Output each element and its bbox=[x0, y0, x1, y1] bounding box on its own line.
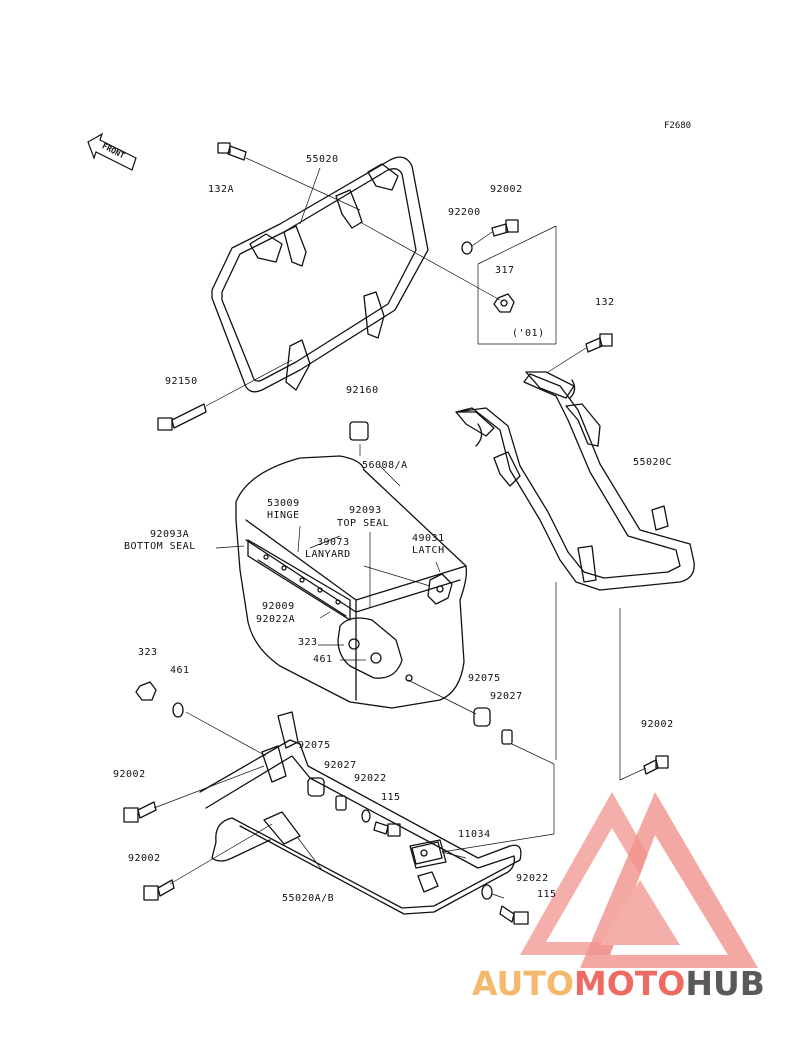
washer-92022-b-icon bbox=[481, 884, 493, 900]
grommet-92075-l-icon bbox=[307, 777, 325, 797]
part-label-92022a: 92022A bbox=[256, 614, 296, 625]
part-label-hinge: HINGE bbox=[267, 510, 300, 521]
collar-92027-r-icon bbox=[501, 729, 513, 745]
part-label-115-bot: 115 bbox=[537, 889, 557, 900]
part-label-11034: 11034 bbox=[458, 829, 491, 840]
leader-lines bbox=[153, 157, 647, 899]
watermark-logo-icon bbox=[520, 792, 758, 968]
part-label-39073: 39073 bbox=[317, 537, 350, 548]
part-label-92027-m: 92027 bbox=[324, 760, 357, 771]
washer-461-icon bbox=[172, 702, 184, 718]
part-label-56008a: 56008/A bbox=[362, 460, 408, 471]
saddlebag-56008a bbox=[235, 455, 468, 709]
watermark-hub: HUB bbox=[685, 964, 765, 1003]
part-label-461-box: 461 bbox=[313, 654, 333, 665]
grommet-92160-icon bbox=[349, 421, 369, 441]
part-label-92022-b: 92022 bbox=[516, 873, 549, 884]
bracket-11034-icon bbox=[411, 841, 443, 865]
bolt-132-icon bbox=[585, 333, 613, 353]
part-label-92093a: 92093A bbox=[150, 529, 190, 540]
part-label-53009: 53009 bbox=[267, 498, 300, 509]
part-label-317: 317 bbox=[495, 265, 515, 276]
part-label-55020ab: 55020A/B bbox=[282, 893, 335, 904]
part-label-461: 461 bbox=[170, 665, 190, 676]
collar-92027-m-icon bbox=[335, 795, 347, 811]
part-label-132a: 132A bbox=[208, 184, 235, 195]
front-frame-55020c bbox=[455, 371, 695, 591]
watermark-moto: MOTO bbox=[573, 964, 686, 1003]
watermark: AUTOMOTOHUB bbox=[472, 964, 765, 1003]
part-label-92002-top: 92002 bbox=[490, 184, 523, 195]
rear-frame-55020 bbox=[211, 156, 429, 393]
figure-code: F2680 bbox=[664, 121, 692, 131]
bolt-92002-bot-icon bbox=[143, 879, 175, 901]
bolt-92150-icon bbox=[157, 403, 207, 431]
part-label-323: 323 bbox=[138, 647, 158, 658]
part-label-lanyard: LANYARD bbox=[305, 549, 351, 560]
fastener-132a-icon bbox=[217, 142, 247, 161]
part-label-132: 132 bbox=[595, 297, 615, 308]
part-label-92022: 92022 bbox=[354, 773, 387, 784]
lower-frame-55020ab bbox=[199, 711, 522, 915]
part-label-92160: 92160 bbox=[346, 385, 379, 396]
grommet-92075-r-icon bbox=[473, 707, 491, 727]
part-label-92075-r: 92075 bbox=[468, 673, 501, 684]
part-label-92093: 92093 bbox=[349, 505, 382, 516]
part-label-92150: 92150 bbox=[165, 376, 198, 387]
part-label-latch: LATCH bbox=[412, 545, 445, 556]
washer-92022-icon bbox=[361, 809, 371, 823]
part-label-01: ('01) bbox=[512, 328, 545, 339]
nut-317-icon bbox=[493, 293, 515, 313]
washer-92200-icon bbox=[461, 241, 473, 255]
part-label-92027-r: 92027 bbox=[490, 691, 523, 702]
part-label-92009: 92009 bbox=[262, 601, 295, 612]
part-label-92200: 92200 bbox=[448, 207, 481, 218]
part-label-top-seal: TOP SEAL bbox=[337, 518, 390, 529]
part-label-92002-bot: 92002 bbox=[128, 853, 161, 864]
part-label-92002-mid: 92002 bbox=[641, 719, 674, 730]
front-arrow-icon: FRONT bbox=[87, 132, 137, 171]
fastener-92002-top-icon bbox=[491, 219, 519, 237]
part-label-55020c: 55020C bbox=[633, 457, 673, 468]
part-label-92075-l: 92075 bbox=[298, 740, 331, 751]
bolt-92002-left-icon bbox=[123, 801, 157, 823]
nut-323-icon bbox=[135, 681, 157, 701]
part-label-bottom-seal: BOTTOM SEAL bbox=[124, 541, 196, 552]
bolt-92002-mid-icon bbox=[643, 755, 669, 775]
part-label-92002-left: 92002 bbox=[113, 769, 146, 780]
bolt-115-bot-icon bbox=[499, 905, 529, 925]
part-label-323-box: 323 bbox=[298, 637, 318, 648]
bolt-115-top-icon bbox=[373, 821, 401, 837]
part-label-115-top: 115 bbox=[381, 792, 401, 803]
watermark-auto: AUTO bbox=[472, 964, 574, 1003]
part-label-49031: 49031 bbox=[412, 533, 445, 544]
part-label-55020: 55020 bbox=[306, 154, 339, 165]
